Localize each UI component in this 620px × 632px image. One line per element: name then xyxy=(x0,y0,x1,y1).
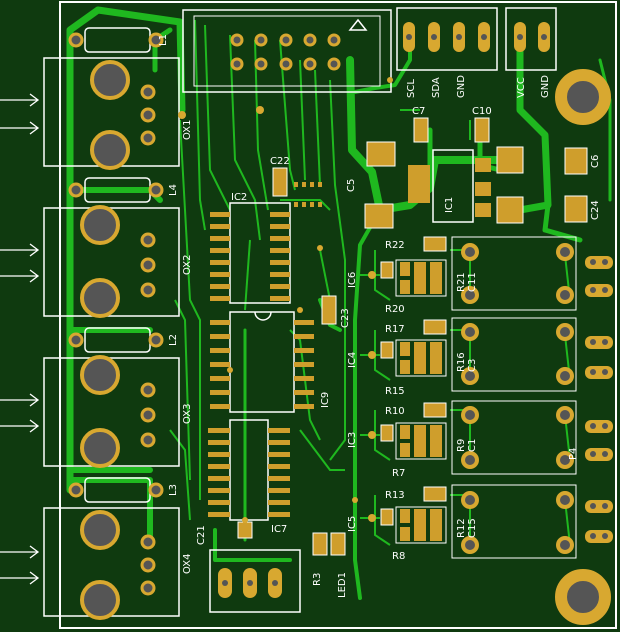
label-r20: R20 xyxy=(385,304,405,315)
label-p4: P4 xyxy=(568,448,579,460)
label-ic4: IC4 xyxy=(347,352,358,368)
label-ic6: IC6 xyxy=(347,272,358,288)
channel-block-2 xyxy=(380,317,577,392)
board-outline xyxy=(59,1,617,629)
label-ic2: IC2 xyxy=(231,192,247,203)
label-r17: R17 xyxy=(385,324,405,335)
right-edge-pins xyxy=(585,256,613,543)
connector-ox2 xyxy=(43,205,180,318)
label-sda: SDA xyxy=(431,77,442,98)
label-c11: C11 xyxy=(467,272,478,292)
label-r15: R15 xyxy=(385,386,405,397)
label-c6: C6 xyxy=(590,155,601,168)
channel-block-1 xyxy=(380,236,577,311)
label-r16: R16 xyxy=(456,352,467,372)
label-c10: C10 xyxy=(472,106,492,117)
silkscreen-labels: L1 L4 L2 L3 OX1 OX2 OX3 OX4 IC2 IC9 IC7 … xyxy=(158,34,601,598)
inductor-l1 xyxy=(68,27,164,53)
label-ic5: IC5 xyxy=(347,516,358,532)
label-ic3: IC3 xyxy=(347,432,358,448)
label-c22: C22 xyxy=(270,156,290,167)
label-r13: R13 xyxy=(385,490,405,501)
label-l2: L2 xyxy=(168,334,179,346)
label-ox1: OX1 xyxy=(182,120,193,140)
inductor-l2 xyxy=(68,327,164,353)
label-gnd-2: GND xyxy=(540,75,551,98)
label-r9: R9 xyxy=(456,439,467,452)
bottom-header xyxy=(209,549,301,613)
i2c-header xyxy=(396,7,498,71)
label-c3: C3 xyxy=(467,359,478,372)
ic7-chip xyxy=(208,419,290,521)
vias xyxy=(178,77,393,523)
label-scl: SCL xyxy=(406,79,417,98)
channel-block-4 xyxy=(380,484,577,559)
label-c5: C5 xyxy=(346,179,357,192)
label-r21: R21 xyxy=(456,272,467,292)
label-ic1: IC1 xyxy=(444,197,455,213)
label-c15: C15 xyxy=(467,518,478,538)
label-gnd-1: GND xyxy=(456,75,467,98)
mounting-hole-top xyxy=(555,69,611,125)
label-ox3: OX3 xyxy=(182,404,193,424)
label-c1: C1 xyxy=(467,439,478,452)
channel-block-3 xyxy=(380,400,577,475)
ic2-chip xyxy=(210,202,291,304)
label-r8: R8 xyxy=(392,551,405,562)
connector-ox4 xyxy=(43,507,180,620)
label-c7: C7 xyxy=(412,106,425,117)
inductor-l4 xyxy=(68,177,164,203)
smd-pad-row xyxy=(294,182,322,207)
label-ic7: IC7 xyxy=(271,524,287,535)
power-header xyxy=(505,7,557,71)
pin1-triangle-icon xyxy=(348,18,368,31)
label-r10: R10 xyxy=(385,406,405,417)
label-l3: L3 xyxy=(168,484,179,496)
input-arrows xyxy=(0,93,40,585)
connector-ox3 xyxy=(43,355,180,468)
label-l4: L4 xyxy=(168,184,179,196)
ic1-regulator xyxy=(408,149,491,223)
connector-ox1 xyxy=(43,57,180,170)
ic9-chip xyxy=(210,311,314,413)
smd-components xyxy=(237,117,588,556)
label-r3: R3 xyxy=(312,573,323,586)
label-r22: R22 xyxy=(385,240,405,251)
label-c24: C24 xyxy=(590,200,601,220)
label-led1: LED1 xyxy=(337,572,348,598)
label-ox2: OX2 xyxy=(182,255,193,275)
label-ox4: OX4 xyxy=(182,554,193,574)
label-vcc: VCC xyxy=(516,77,527,98)
ribbon-header xyxy=(182,9,392,93)
label-r12: R12 xyxy=(456,518,467,538)
inductor-l3 xyxy=(68,477,164,503)
mounting-hole-bottom xyxy=(555,569,611,625)
label-c23: C23 xyxy=(340,308,351,328)
label-ic9: IC9 xyxy=(320,392,331,408)
label-l1: L1 xyxy=(158,34,169,46)
label-c21: C21 xyxy=(196,525,207,545)
label-r7: R7 xyxy=(392,468,405,479)
